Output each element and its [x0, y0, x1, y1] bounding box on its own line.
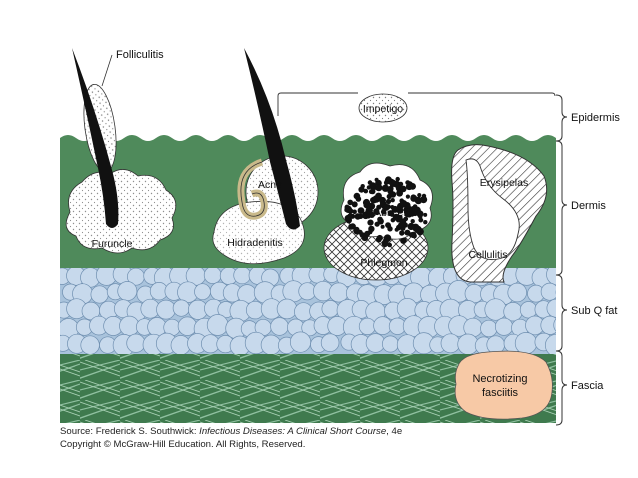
- label-furuncle: Furuncle: [92, 238, 133, 250]
- label-abscess: Abscess: [374, 207, 414, 219]
- hair-shaft-left: [72, 48, 119, 228]
- label-erysipelas: Erysipelas: [480, 177, 528, 189]
- label-folliculitis: Folliculitis: [116, 49, 164, 61]
- label-hidradenitis: Hidradenitis: [227, 237, 282, 249]
- subq-fat-layer: [60, 268, 556, 354]
- epidermis-layer: [60, 88, 556, 138]
- layer-label-dermis: Dermis: [571, 200, 606, 212]
- hair-shaft-right: [244, 48, 300, 230]
- abscess-pus-dots: [344, 176, 428, 248]
- layer-label-epidermis: Epidermis: [571, 112, 620, 124]
- layer-brackets: [555, 94, 568, 426]
- label-cellulitis: Cellulitis: [468, 249, 507, 261]
- layer-label-subq-fat: Sub Q fat: [571, 305, 617, 317]
- layer-label-fascia: Fascia: [571, 380, 604, 392]
- label-acne: Acne: [258, 179, 282, 191]
- label-impetigo: Impetigo: [363, 103, 403, 115]
- label-phlegmon: Phlegmon: [360, 257, 407, 269]
- label-necrotizing-line1: Necrotizing: [472, 373, 527, 385]
- necrotizing-fasciitis-lesion: [454, 350, 553, 420]
- source-caption: Source: Frederick S. Southwick: Infectio…: [60, 426, 402, 437]
- edition: , 4e: [386, 426, 403, 437]
- book-title: Infectious Diseases: A Clinical Short Co…: [199, 426, 387, 437]
- source-prefix: Source: Frederick S. Southwick:: [60, 426, 200, 437]
- copyright-caption: Copyright © McGraw-Hill Education. All R…: [60, 439, 306, 450]
- label-necrotizing-line2: fasciitis: [482, 387, 519, 399]
- cellulitis-lesion: [465, 158, 520, 261]
- folliculitis-pointer: [101, 54, 113, 87]
- impetigo-bracket: [277, 92, 556, 116]
